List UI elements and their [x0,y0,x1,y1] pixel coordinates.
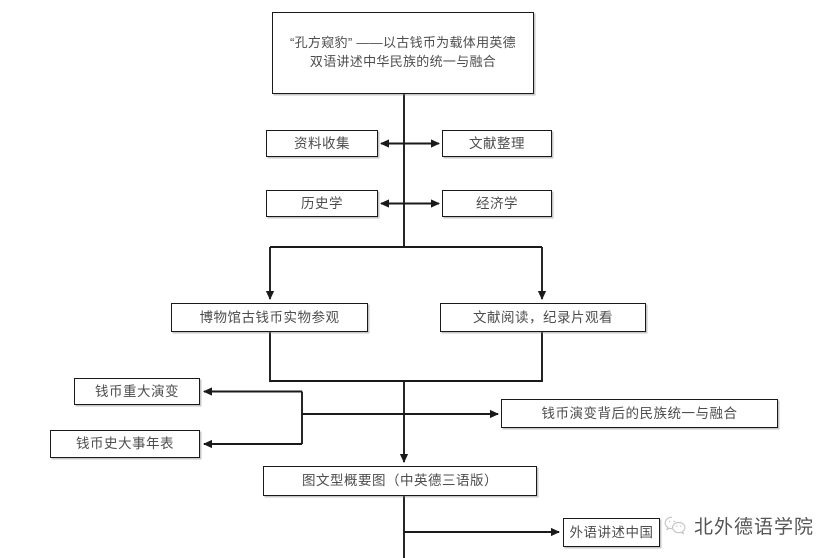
wechat-account-watermark: 北外德语学院 [662,512,814,539]
wechat-icon [664,516,686,535]
literature-sorting-box: 文献整理 [442,130,552,157]
reading-documentary-box: 文献阅读，纪录片观看 [440,303,646,332]
economics-discipline-box: 经济学 [442,190,552,217]
summary-chart-box: 图文型概要图（中英德三语版） [263,466,537,496]
watermark-label: 北外德语学院 [694,517,815,538]
edge-activities-merge [269,332,543,382]
coin-evolution-box: 钱币重大演变 [74,378,200,405]
tell-china-box: 外语讲述中国 [563,518,660,547]
museum-visit-box: 博物馆古钱币实物参观 [171,303,368,332]
ethnic-unity-box: 钱币演变背后的民族统一与融合 [501,399,778,428]
coin-chronicle-box: 钱币史大事年表 [50,430,200,458]
history-discipline-box: 历史学 [266,190,378,217]
project-title-box: “孔方窥豹” ——以古钱币为载体用英德 双语讲述中华民族的统一与融合 [272,12,534,94]
data-collection-box: 资料收集 [266,130,378,157]
